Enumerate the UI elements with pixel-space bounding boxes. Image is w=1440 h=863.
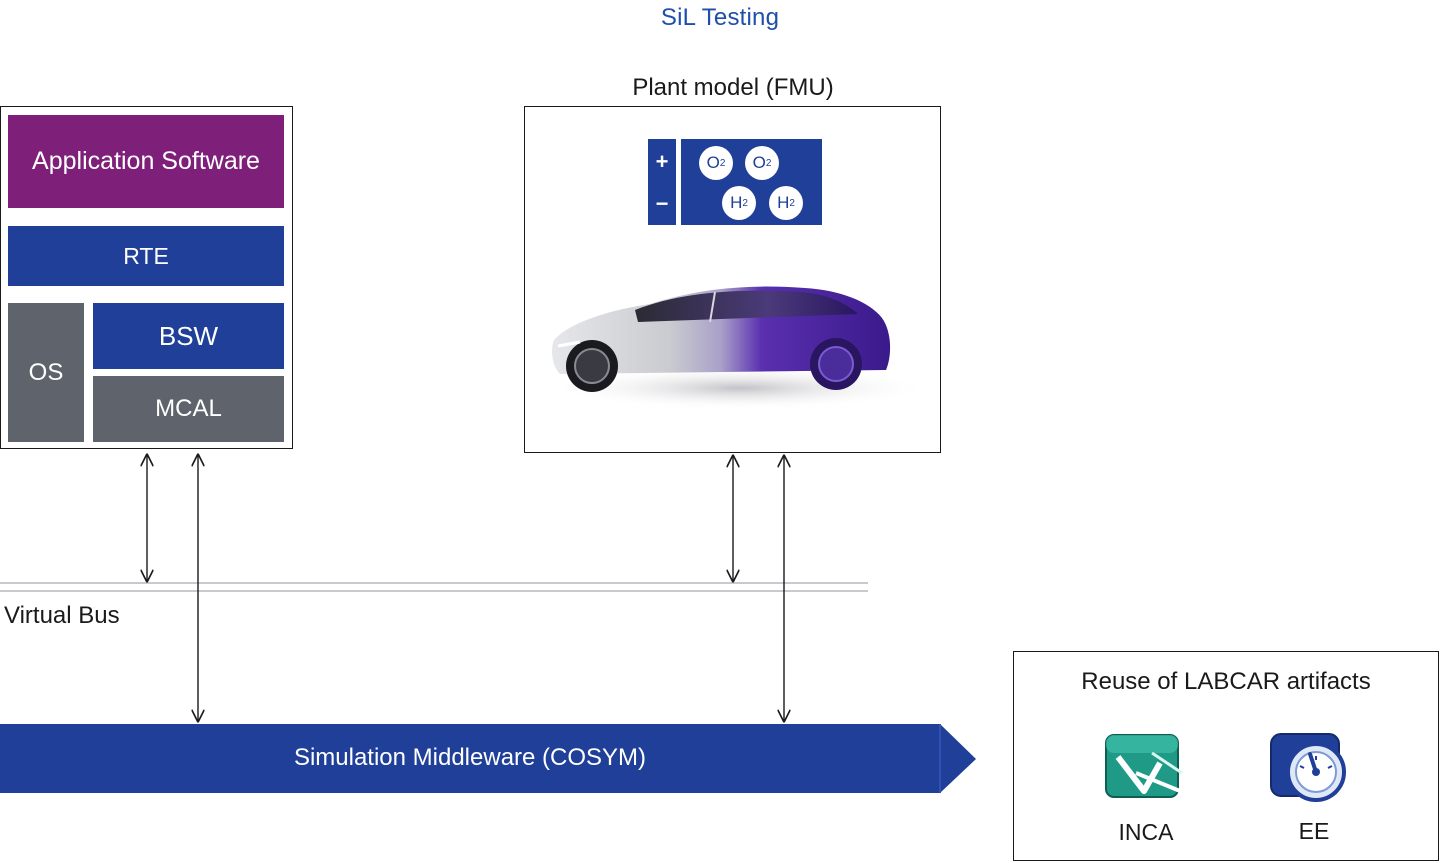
car-pillar [709,291,716,323]
labcar-reuse-title: Reuse of LABCAR artifacts [1081,668,1371,695]
labcar-reuse-box [1013,651,1439,861]
simulation-middleware-band [0,724,976,793]
inca-label: INCA [1118,819,1174,845]
rte-block: RTE [8,226,284,286]
application-software-block: Application Software [8,115,284,208]
ee-label: EE [1298,818,1330,844]
virtual-bus-label: Virtual Bus [4,602,120,629]
bsw-label: BSW [158,320,219,351]
ee-icon [1270,733,1346,802]
application-software-label: Application Software [32,147,260,175]
page-title: SiL Testing [660,4,780,31]
bsw-block: BSW [93,303,284,369]
mcal-label: MCAL [155,395,222,422]
vehicle-illustration [550,286,930,410]
rte-label: RTE [123,242,169,269]
os-block: OS [8,303,84,442]
minus-terminal-label: − [655,191,669,216]
fuel-cell-terminals: + − [648,139,676,225]
inca-icon [1105,734,1183,798]
os-label: OS [28,358,64,386]
ecu-software-stack: Application Software RTE OS BSW MCAL [0,106,293,449]
headlight [557,340,581,348]
simulation-middleware-label: Simulation Middleware (COSYM) [293,744,647,771]
mcal-block: MCAL [93,376,284,442]
plus-terminal-label: + [655,149,669,174]
plant-model-label: Plant model (FMU) [632,74,834,101]
car-windows [635,290,858,322]
